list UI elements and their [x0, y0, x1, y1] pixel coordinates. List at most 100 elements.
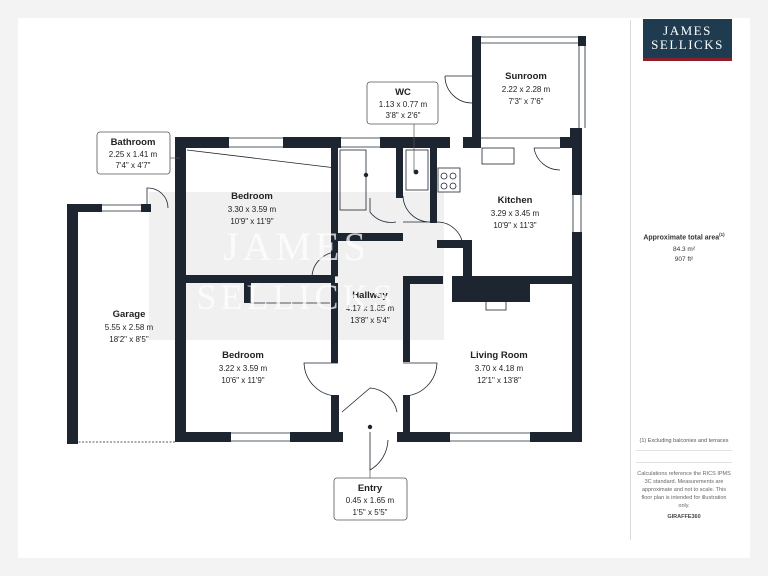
- wc-callout: [366, 81, 439, 125]
- bedrooms-wall-west: [175, 137, 186, 440]
- wc-basin-drain: [413, 169, 419, 175]
- garage-wall-south: [67, 436, 78, 444]
- watermark-line2: SELLICKS: [196, 277, 397, 317]
- living-wall-east: [572, 232, 582, 440]
- entry-post-east: [397, 432, 403, 442]
- sunroom-metric: 2.22 x 2.28 m: [502, 85, 551, 94]
- wc-imperial: 3'8" x 2'6": [386, 111, 421, 120]
- kitchen-wall-east-a: [572, 137, 582, 195]
- hall-wall-west-lower: [331, 283, 338, 363]
- brand-accent-bar: [643, 58, 732, 61]
- bath-wall-south: [331, 233, 403, 241]
- bath-wall-north-a: [331, 137, 341, 148]
- sunroom-corner-se: [570, 128, 582, 148]
- wc-kitchen-divider: [430, 148, 437, 223]
- sunroom-door: [444, 75, 473, 104]
- kitchen-door-jamb: [463, 240, 472, 276]
- entry-post-west: [338, 432, 343, 442]
- watermark-line1: JAMES: [223, 224, 370, 269]
- bedroom-wall-north-b: [283, 137, 331, 148]
- bedroom1-metric: 3.30 x 3.59 m: [228, 205, 277, 214]
- hallway-imperial: 13'8" x 5'4": [350, 316, 390, 325]
- hob: [437, 167, 461, 193]
- brand-line2: SELLICKS: [651, 37, 724, 52]
- living-name: Living Room: [470, 350, 528, 361]
- wc-name: WC: [395, 87, 411, 98]
- bedroom1-name: Bedroom: [231, 191, 273, 202]
- garage-imperial: 18'2" x 8'5": [109, 335, 149, 344]
- kitchen-wall-south-stub: [437, 240, 472, 248]
- entry-name: Entry: [358, 483, 383, 494]
- bedroom2-wall-south-b: [290, 432, 341, 442]
- sunroom-imperial: 7'3" x 7'6": [509, 97, 544, 106]
- garage-wall-north-b: [141, 204, 151, 212]
- brand-logo: JAMES SELLICKS: [643, 19, 732, 61]
- bathroom-imperial: 7'4" x 4'7": [116, 161, 151, 170]
- side-panel-divider: [630, 20, 631, 540]
- room-labels: Sunroom 2.22 x 2.28 m 7'3" x 7'6" WC 1.1…: [105, 71, 551, 517]
- living-wall-west-upper: [403, 284, 410, 362]
- chimney-breast: [452, 276, 530, 302]
- walls: [67, 36, 586, 444]
- side-divider-1: [636, 450, 732, 451]
- garage-wall-west: [67, 204, 78, 444]
- kitchen-metric: 3.29 x 3.45 m: [491, 209, 540, 218]
- hallway-metric: 4.17 x 1.65 m: [346, 304, 395, 313]
- entry-metric: 0.45 x 1.65 m: [346, 496, 395, 505]
- hall-wall-west-upper: [331, 148, 338, 276]
- wc-toilet: [405, 149, 429, 191]
- bedroom2-door: [303, 362, 339, 397]
- calc-note-line: floor plan is intended for illustration: [641, 495, 727, 501]
- calc-note-line: approximate and not to scale. This: [642, 487, 726, 493]
- wardrobe-stub: [244, 283, 251, 303]
- kitchen-imperial: 10'9" x 11'3": [493, 221, 536, 230]
- brand-line1: JAMES: [663, 23, 712, 38]
- kitchen-back-door: [533, 147, 561, 171]
- wc-metric: 1.13 x 0.77 m: [379, 100, 428, 109]
- bath-wc-divider: [396, 148, 403, 198]
- living-metric: 3.70 x 4.18 m: [475, 364, 524, 373]
- bedroom2-metric: 3.22 x 3.59 m: [219, 364, 268, 373]
- callout-leaders: [170, 124, 415, 478]
- bathroom-external-door: [146, 187, 169, 212]
- bathroom-door: [369, 198, 397, 223]
- garage-name: Garage: [113, 309, 146, 320]
- area-title: Approximate total area(1): [636, 232, 732, 241]
- calc-note-line: Calculations reference the RICS IPMS: [637, 471, 731, 477]
- living-wall-south-b: [530, 432, 582, 442]
- kitchen-door: [436, 221, 464, 249]
- fireplace: [485, 293, 507, 311]
- bedroom1-door: [311, 251, 339, 277]
- callout-boxes: [96, 81, 439, 521]
- hallway-name: Hallway: [352, 290, 388, 301]
- area-imperial: 907 ft²: [674, 256, 694, 263]
- bath-drain: [363, 172, 369, 178]
- living-wall-north-a: [403, 276, 443, 284]
- sunroom-wall-west: [472, 36, 481, 148]
- watermark-panel: [149, 192, 444, 340]
- entry-wall-east: [403, 395, 410, 442]
- front-door: [341, 387, 398, 413]
- windows: [68, 36, 586, 443]
- sunroom-corner-nw: [472, 36, 481, 44]
- sunroom-name: Sunroom: [505, 71, 547, 82]
- fixtures: [186, 147, 515, 430]
- entry-door: [369, 432, 389, 471]
- bath-boundary-line: [186, 149, 337, 169]
- calc-note-line: only.: [678, 503, 690, 509]
- bath-tub: [339, 149, 367, 211]
- bathroom-name: Bathroom: [111, 137, 156, 148]
- entry-wall-west: [331, 395, 339, 442]
- bedroom2-wall-south-a: [175, 432, 231, 442]
- doors: [146, 75, 561, 471]
- footnote: (1) Excluding balconies and terraces: [639, 438, 729, 444]
- living-imperial: 12'1" x 13'8": [477, 376, 521, 385]
- entry-imperial: 1'5" x 5'5": [353, 508, 388, 517]
- area-title-footnote-mark: (1): [719, 232, 725, 237]
- garage-metric: 5.55 x 2.58 m: [105, 323, 154, 332]
- calc-note: Calculations reference the RICS IPMS 3C …: [636, 470, 732, 510]
- bedroom1-imperial: 10'9" x 11'9": [230, 217, 273, 226]
- side-divider-2: [636, 462, 732, 463]
- kitchen-wall-north-a: [463, 137, 477, 148]
